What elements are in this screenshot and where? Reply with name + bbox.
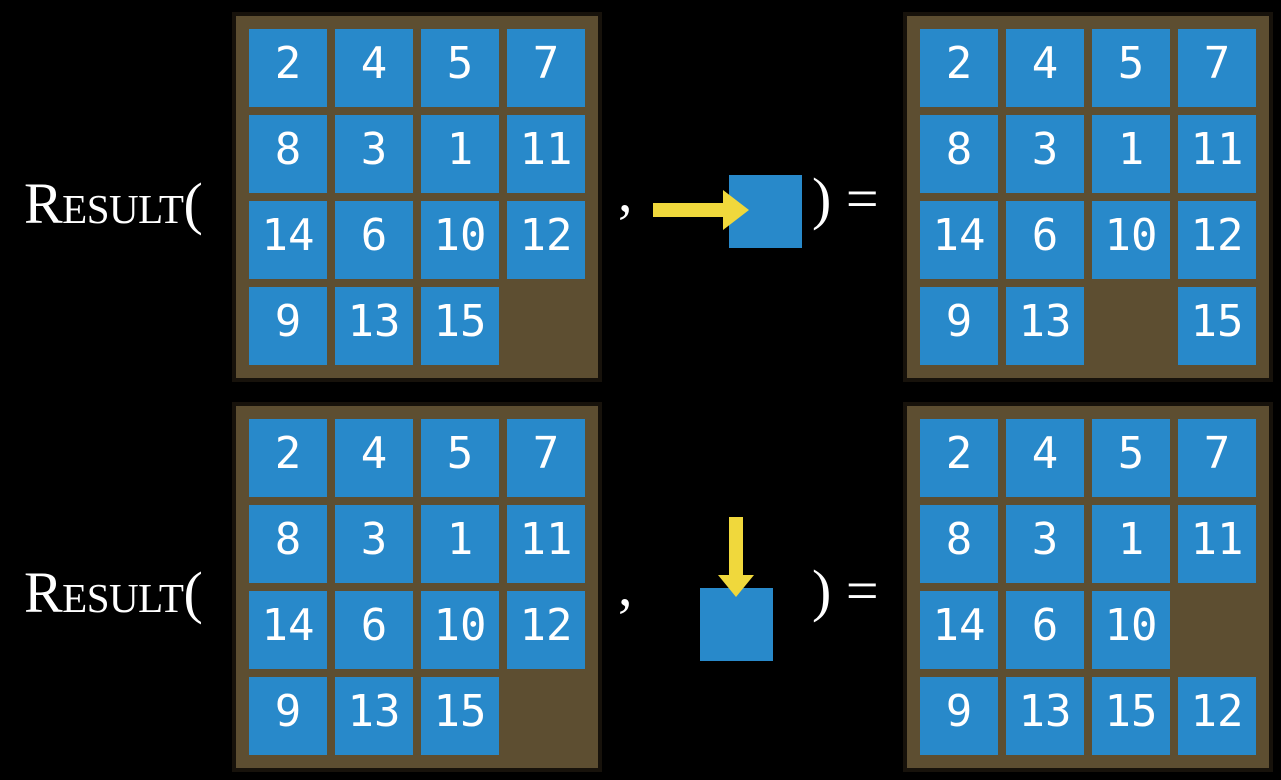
tile-8: 8 <box>249 505 327 583</box>
tile-3: 3 <box>1006 115 1084 193</box>
empty-cell <box>1092 287 1170 365</box>
tile-15: 15 <box>1092 677 1170 755</box>
empty-cell <box>507 287 585 365</box>
empty-cell <box>1178 591 1256 669</box>
tile-7: 7 <box>1178 29 1256 107</box>
tile-13: 13 <box>1006 677 1084 755</box>
tile-4: 4 <box>1006 29 1084 107</box>
empty-cell <box>507 677 585 755</box>
move-down-arrow-icon <box>718 517 754 597</box>
tile-2: 2 <box>920 419 998 497</box>
tile-5: 5 <box>1092 419 1170 497</box>
tile-11: 11 <box>1178 505 1256 583</box>
tile-13: 13 <box>335 677 413 755</box>
moving-tile <box>700 588 773 661</box>
tile-11: 11 <box>1178 115 1256 193</box>
tile-8: 8 <box>920 115 998 193</box>
tile-9: 9 <box>249 287 327 365</box>
result-function-label: Result( <box>24 171 203 236</box>
close-paren-equals: ) = <box>812 166 879 231</box>
tile-1: 1 <box>1092 115 1170 193</box>
tile-14: 14 <box>920 591 998 669</box>
tile-15: 15 <box>421 677 499 755</box>
tile-11: 11 <box>507 505 585 583</box>
tile-7: 7 <box>1178 419 1256 497</box>
tile-8: 8 <box>249 115 327 193</box>
tile-13: 13 <box>335 287 413 365</box>
tile-14: 14 <box>249 591 327 669</box>
tile-13: 13 <box>1006 287 1084 365</box>
tile-4: 4 <box>1006 419 1084 497</box>
tile-14: 14 <box>249 201 327 279</box>
tile-8: 8 <box>920 505 998 583</box>
tile-6: 6 <box>1006 591 1084 669</box>
tile-12: 12 <box>1178 201 1256 279</box>
tile-5: 5 <box>1092 29 1170 107</box>
tile-10: 10 <box>421 201 499 279</box>
tile-1: 1 <box>421 505 499 583</box>
tile-12: 12 <box>1178 677 1256 755</box>
tile-12: 12 <box>507 201 585 279</box>
tile-14: 14 <box>920 201 998 279</box>
tile-3: 3 <box>335 115 413 193</box>
tile-11: 11 <box>507 115 585 193</box>
tile-2: 2 <box>920 29 998 107</box>
tile-1: 1 <box>1092 505 1170 583</box>
close-paren-equals: ) = <box>812 558 879 623</box>
tile-3: 3 <box>335 505 413 583</box>
tile-1: 1 <box>421 115 499 193</box>
tile-15: 15 <box>1178 287 1256 365</box>
tile-5: 5 <box>421 29 499 107</box>
tile-2: 2 <box>249 419 327 497</box>
tile-6: 6 <box>1006 201 1084 279</box>
tile-9: 9 <box>920 287 998 365</box>
tile-9: 9 <box>920 677 998 755</box>
tile-10: 10 <box>1092 591 1170 669</box>
tile-4: 4 <box>335 29 413 107</box>
comma-separator: , <box>618 553 633 618</box>
tile-9: 9 <box>249 677 327 755</box>
tile-5: 5 <box>421 419 499 497</box>
comma-separator: , <box>618 159 633 224</box>
tile-3: 3 <box>1006 505 1084 583</box>
tile-10: 10 <box>1092 201 1170 279</box>
tile-10: 10 <box>421 591 499 669</box>
result-function-label: Result( <box>24 560 203 625</box>
tile-2: 2 <box>249 29 327 107</box>
tile-7: 7 <box>507 419 585 497</box>
tile-4: 4 <box>335 419 413 497</box>
tile-7: 7 <box>507 29 585 107</box>
tile-6: 6 <box>335 591 413 669</box>
tile-12: 12 <box>507 591 585 669</box>
tile-15: 15 <box>421 287 499 365</box>
move-right-arrow-icon <box>653 190 749 230</box>
tile-6: 6 <box>335 201 413 279</box>
